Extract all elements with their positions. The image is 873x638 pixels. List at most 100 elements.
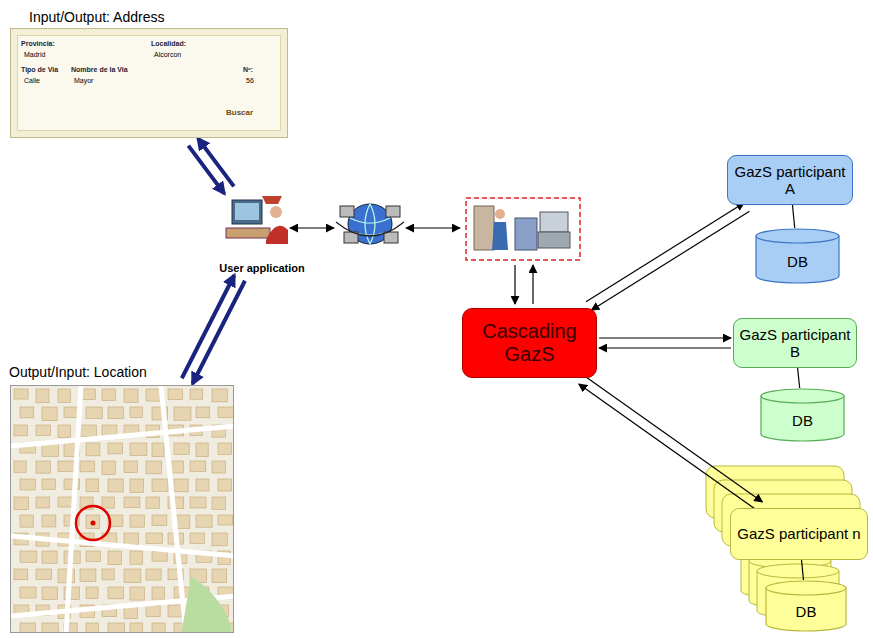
building bbox=[218, 443, 231, 454]
building bbox=[212, 389, 227, 402]
building bbox=[36, 497, 49, 508]
street bbox=[11, 426, 233, 446]
database-cylinder: DB bbox=[755, 228, 840, 284]
building bbox=[152, 443, 164, 457]
building bbox=[124, 497, 140, 508]
service-box: GazS participant B bbox=[733, 318, 857, 368]
node-text: GazS participant n bbox=[737, 525, 860, 542]
building bbox=[108, 443, 123, 454]
field-label: Provincia: bbox=[21, 39, 55, 48]
building bbox=[36, 425, 51, 435]
building bbox=[80, 569, 96, 581]
node-text: GazS participant A bbox=[733, 163, 847, 198]
address-form: Input/Output: AddressProvincia:MadridLoc… bbox=[10, 28, 288, 138]
building bbox=[146, 569, 161, 580]
street bbox=[66, 386, 81, 632]
user-icon bbox=[226, 196, 288, 244]
location-dot bbox=[91, 521, 96, 526]
user-application: User application bbox=[212, 194, 312, 274]
building bbox=[86, 551, 100, 561]
io-arrow bbox=[198, 138, 234, 186]
service-link bbox=[798, 368, 800, 388]
building bbox=[20, 623, 35, 632]
building bbox=[212, 461, 226, 473]
building bbox=[152, 623, 165, 632]
building bbox=[42, 587, 58, 599]
building bbox=[108, 479, 123, 492]
building bbox=[146, 389, 161, 401]
building bbox=[190, 497, 206, 508]
building bbox=[130, 551, 143, 564]
building bbox=[42, 479, 55, 489]
building bbox=[152, 551, 167, 561]
building bbox=[86, 587, 98, 598]
building bbox=[146, 461, 162, 474]
node-text: Output/Input: Location bbox=[9, 364, 147, 380]
building bbox=[108, 551, 122, 565]
building bbox=[14, 497, 28, 510]
building bbox=[212, 533, 227, 546]
building bbox=[20, 587, 36, 598]
node-text: DB bbox=[796, 593, 817, 620]
building bbox=[168, 389, 183, 400]
field-label: Localidad: bbox=[151, 39, 186, 48]
service-link bbox=[591, 211, 749, 310]
building bbox=[190, 389, 203, 399]
building bbox=[20, 407, 34, 418]
building bbox=[130, 515, 144, 527]
field-value: Alcorcon bbox=[154, 50, 181, 59]
building bbox=[130, 587, 144, 600]
building bbox=[218, 515, 232, 525]
building bbox=[196, 443, 208, 457]
building bbox=[146, 605, 160, 617]
building bbox=[86, 443, 100, 456]
building bbox=[152, 587, 164, 599]
building bbox=[14, 425, 27, 436]
building bbox=[218, 479, 231, 491]
service-box: GazS participant A bbox=[727, 155, 853, 205]
building bbox=[36, 461, 50, 473]
service-link bbox=[599, 337, 731, 338]
building bbox=[58, 461, 75, 471]
service-link bbox=[792, 205, 794, 228]
street-map bbox=[11, 386, 233, 632]
link-arrow bbox=[290, 228, 533, 304]
service-link bbox=[599, 347, 731, 348]
io-arrow bbox=[193, 281, 245, 384]
building bbox=[86, 623, 98, 632]
building bbox=[212, 497, 225, 509]
building bbox=[130, 479, 144, 493]
service-link bbox=[586, 203, 744, 302]
field-value: Mayor bbox=[74, 76, 93, 85]
building bbox=[20, 479, 35, 490]
io-arrow bbox=[182, 275, 234, 378]
building bbox=[124, 461, 137, 473]
building bbox=[42, 515, 56, 527]
building bbox=[152, 479, 168, 491]
building bbox=[36, 569, 52, 579]
service-link bbox=[579, 384, 757, 510]
building bbox=[20, 551, 37, 562]
node-text: GazS participant B bbox=[739, 326, 851, 361]
service-link bbox=[585, 376, 763, 502]
location-circle bbox=[76, 506, 110, 540]
building bbox=[86, 515, 100, 528]
building bbox=[86, 407, 102, 418]
building bbox=[196, 407, 210, 418]
building bbox=[130, 407, 142, 418]
building bbox=[124, 533, 139, 544]
building bbox=[14, 461, 26, 472]
service-box: GazS participant n bbox=[730, 508, 868, 560]
network-icon bbox=[336, 204, 404, 244]
building bbox=[14, 569, 28, 580]
building bbox=[190, 533, 204, 544]
building bbox=[102, 569, 114, 580]
building bbox=[212, 569, 227, 583]
field-label: Tipo de Via bbox=[21, 65, 58, 74]
street bbox=[11, 536, 233, 556]
building bbox=[80, 461, 94, 472]
building bbox=[174, 407, 191, 420]
building bbox=[42, 407, 57, 421]
building bbox=[130, 623, 143, 632]
park bbox=[181, 576, 231, 632]
